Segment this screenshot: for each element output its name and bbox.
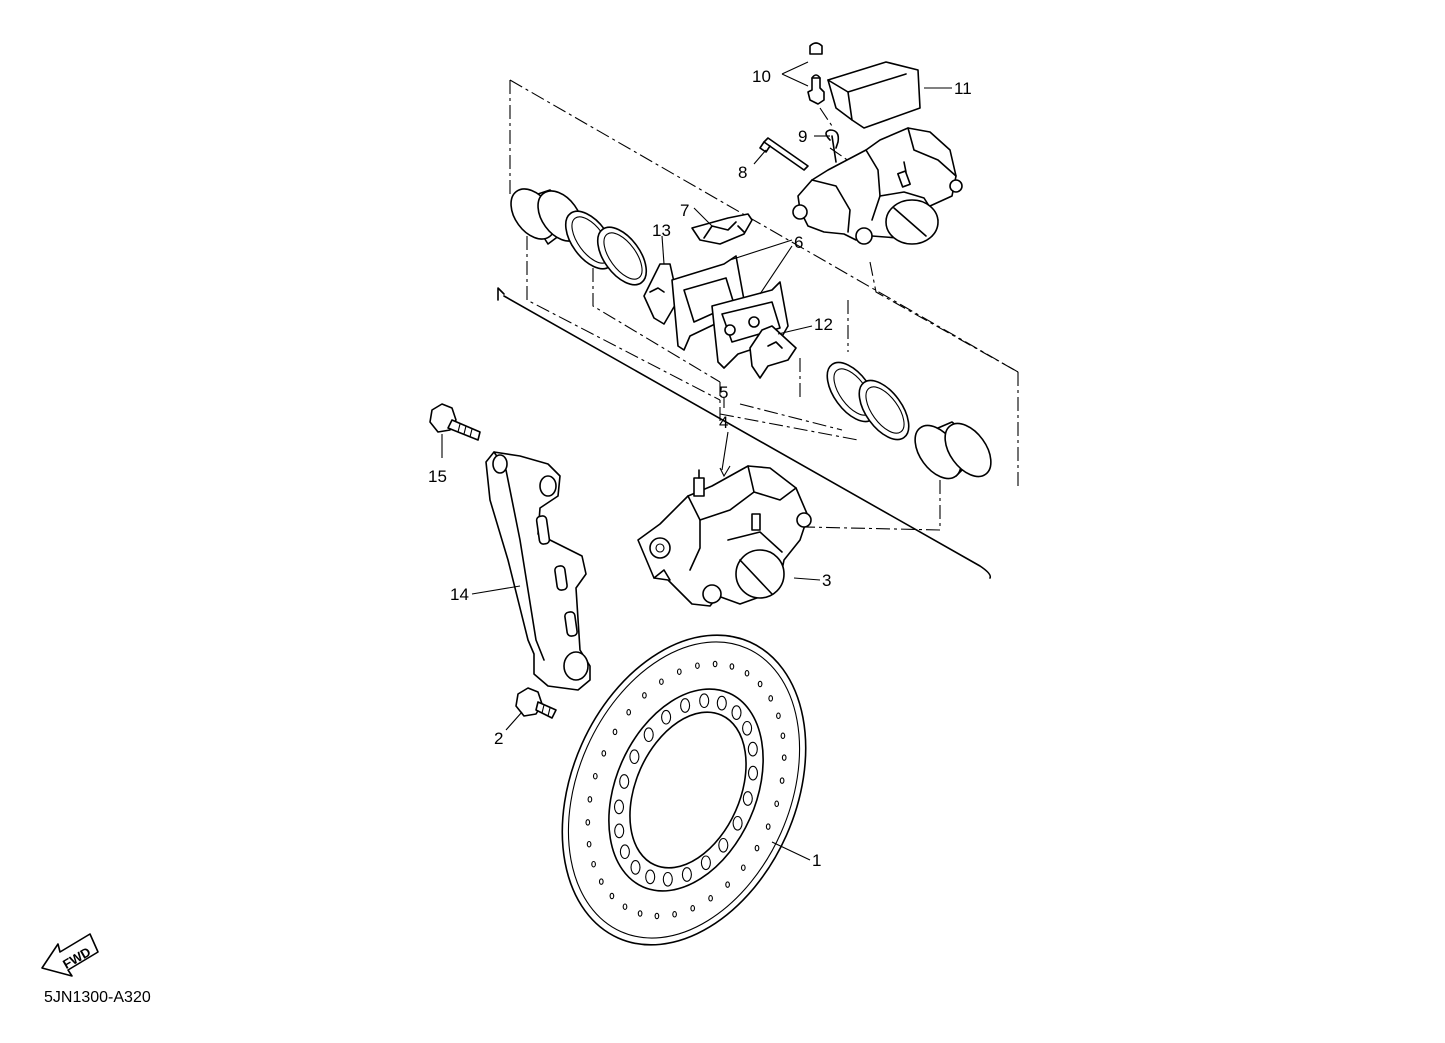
callout-10: 10 — [752, 67, 771, 86]
disc-hole — [629, 749, 640, 765]
callout-15: 15 — [428, 467, 447, 486]
callout-1: 1 — [812, 851, 821, 870]
disc-hole — [630, 860, 641, 875]
disc-hole — [780, 732, 786, 740]
disc-hole — [747, 741, 758, 757]
disc-hole — [742, 791, 753, 806]
disc-hole — [757, 680, 763, 688]
disc-hole — [626, 709, 632, 716]
disc-hole — [622, 903, 628, 910]
callout-labels: 10 11 9 8 7 13 6 12 5 4 3 15 14 2 1 — [428, 67, 972, 870]
callout-2: 2 — [494, 729, 503, 748]
callout-7: 7 — [680, 201, 689, 220]
disc-hole — [598, 878, 604, 885]
bleed-screw — [807, 42, 825, 105]
drawing-code: 5JN1300-A320 — [44, 989, 151, 1006]
pad-spring — [691, 213, 753, 245]
piston-left — [510, 188, 583, 245]
disc-hole — [619, 844, 630, 860]
pad-shim-13 — [643, 263, 679, 325]
disc-hole — [601, 750, 607, 757]
callout-9: 9 — [798, 127, 807, 146]
callout-6: 6 — [794, 233, 803, 252]
disc-hole — [587, 796, 593, 803]
disc-hole — [774, 800, 780, 808]
disc-hole — [661, 709, 672, 725]
disc-hole — [612, 728, 618, 736]
pad-cover — [827, 61, 921, 129]
disc-hole — [729, 663, 735, 670]
callout-5: 5 — [719, 383, 728, 402]
disc-hole — [716, 695, 727, 711]
disc-hole — [768, 695, 774, 702]
disc-hole — [740, 864, 746, 871]
disc-hole — [672, 911, 677, 918]
callout-12: 12 — [814, 315, 833, 334]
pad-pin — [759, 137, 809, 171]
disc-hole — [712, 660, 718, 668]
disc-hole — [708, 895, 713, 902]
disc-hole — [765, 823, 771, 830]
disc-hole — [699, 693, 710, 709]
disc-hole — [613, 799, 625, 815]
caliper-assembly — [637, 465, 812, 607]
piston-right — [914, 421, 992, 480]
callout-11: 11 — [954, 79, 972, 98]
callout-8: 8 — [738, 163, 747, 182]
disc-hole — [619, 774, 630, 789]
disc-hole — [744, 670, 750, 677]
disc-hole — [614, 823, 625, 839]
disc-hole — [591, 860, 596, 868]
disc-hole — [680, 698, 691, 713]
callout-14: 14 — [450, 585, 469, 604]
disc-hole — [747, 765, 759, 781]
disc-hole — [781, 754, 787, 761]
seal-left-2 — [596, 226, 648, 286]
caliper-exploded — [792, 127, 963, 245]
callout-4: 4 — [719, 413, 728, 432]
disc-hole — [681, 867, 692, 882]
disc-hole — [586, 840, 592, 848]
disc-hole — [676, 668, 682, 675]
exploded-frame — [497, 79, 1019, 579]
disc-hole — [662, 871, 673, 887]
forward-direction-arrow: FWD — [41, 933, 99, 977]
callout-13: 13 — [652, 221, 671, 240]
disc-hole — [779, 777, 785, 784]
disc-hole — [695, 662, 700, 669]
disc-hole — [645, 869, 656, 885]
disc-hole — [725, 881, 730, 888]
seal-right-2 — [858, 379, 910, 441]
disc-hole — [643, 727, 654, 743]
disc-hole — [609, 892, 615, 900]
disc-hole — [654, 912, 660, 920]
disc-hole — [637, 910, 643, 917]
brake-disc — [561, 634, 807, 946]
caliper-bracket — [485, 451, 591, 691]
disc-hole — [731, 705, 742, 720]
callout-3: 3 — [822, 571, 831, 590]
disc-holes — [585, 660, 787, 920]
disc-hole — [642, 692, 647, 699]
brake-pads — [671, 255, 789, 369]
disc-hole — [700, 855, 711, 871]
disc-hole — [690, 905, 696, 912]
disc-hole — [742, 720, 753, 736]
bolt-15 — [429, 403, 481, 441]
leader-lines — [441, 61, 952, 861]
bolt-2 — [515, 687, 557, 719]
disc-hole — [718, 837, 729, 853]
disc-hole — [776, 712, 781, 720]
disc-hole — [585, 819, 591, 826]
disc-hole — [754, 844, 760, 852]
disc-hole — [659, 678, 664, 685]
disc-hole — [592, 772, 598, 780]
disc-hole — [732, 815, 743, 831]
